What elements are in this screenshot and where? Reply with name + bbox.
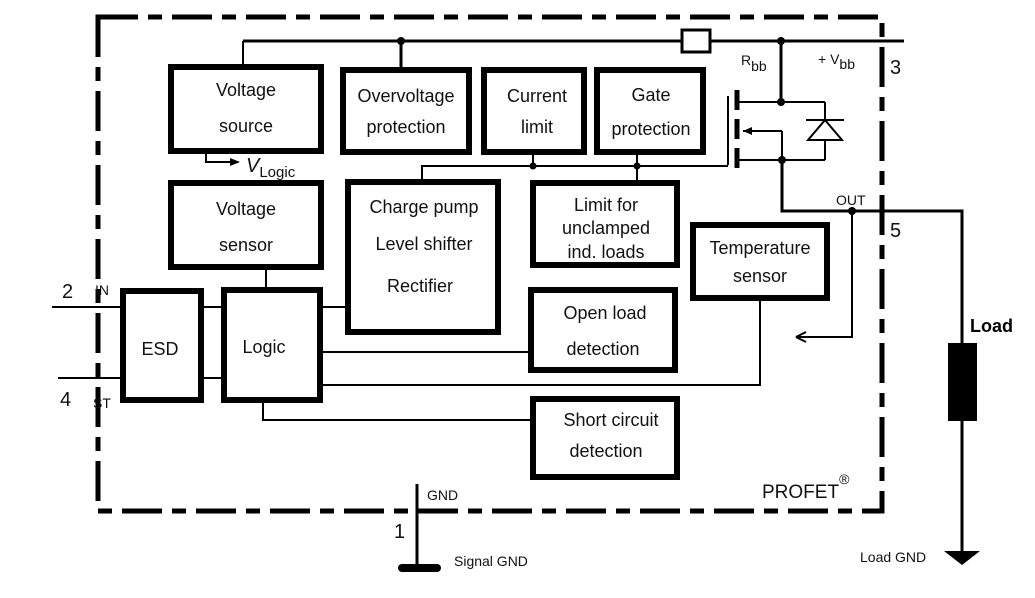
arrow-left-icon [795, 331, 807, 343]
load-gnd-icon [944, 551, 980, 565]
junction-dot [777, 98, 785, 106]
pin-1-number: 1 [394, 521, 405, 543]
block-label: ESD [141, 339, 178, 359]
pin-4-number: 4 [60, 389, 71, 411]
vbb-label: + Vbb [818, 51, 855, 72]
mosfet-arrow-icon [743, 127, 752, 135]
block-label: protection [611, 119, 690, 139]
block-label: Current [507, 86, 567, 106]
st-pin-label: ST [93, 395, 111, 411]
vlogic-wire [205, 151, 232, 163]
rbb-resistor [680, 28, 712, 54]
load-gnd-label: Load GND [860, 549, 926, 565]
block-label: Logic [242, 337, 285, 357]
block-voltage-source: Voltage source [168, 64, 324, 154]
load-label: Load [970, 316, 1013, 336]
block-label: Limit for [574, 195, 638, 215]
block-label: protection [366, 117, 445, 137]
block-gate-protection: Gate protection [594, 67, 706, 155]
block-overvoltage-protection: Overvoltage protection [340, 67, 472, 155]
block-label: sensor [733, 266, 787, 286]
pin-5-number: 5 [890, 220, 901, 242]
block-label: detection [569, 441, 642, 461]
block-label: Gate [631, 85, 670, 105]
block-label: Temperature [709, 238, 810, 258]
block-label: unclamped [562, 218, 650, 238]
block-label: Overvoltage [357, 86, 454, 106]
junction-dot [397, 37, 405, 45]
block-label: Level shifter [375, 234, 472, 254]
load-resistor [948, 343, 977, 421]
logic-short-wire [262, 402, 532, 421]
block-label: source [219, 116, 273, 136]
vlogic-label: VLogic [246, 155, 296, 181]
block-charge-pump: Charge pump Level shifter Rectifier [345, 179, 501, 335]
out-feedback-wire [796, 211, 853, 338]
block-label: sensor [219, 235, 273, 255]
block-temperature-sensor: Temperature sensor [690, 222, 830, 301]
block-open-load-detection: Open load detection [528, 287, 678, 373]
arrow-right-icon [230, 158, 240, 166]
block-label: Short circuit [563, 410, 658, 430]
gnd-label: GND [427, 487, 458, 503]
profet-brand: PROFET® [762, 471, 850, 503]
block-label: Voltage [216, 80, 276, 100]
block-current-limit: Current limit [481, 67, 587, 155]
package-outline [95, 14, 885, 514]
junction-dot [529, 162, 537, 170]
pin-2-number: 2 [62, 281, 73, 303]
diode-icon [805, 118, 845, 141]
block-label: ind. loads [567, 242, 644, 262]
pin-3-number: 3 [890, 57, 901, 79]
out-line [780, 160, 964, 345]
block-voltage-sensor: Voltage sensor [168, 180, 324, 270]
block-label: Open load [563, 303, 646, 323]
block-esd: ESD [120, 288, 204, 403]
rbb-label: Rbb [741, 52, 767, 74]
gate-bus [421, 165, 728, 181]
block-limit-unclamped: Limit for unclamped ind. loads [530, 180, 680, 268]
junction-dot [633, 162, 641, 170]
block-label: detection [566, 339, 639, 359]
block-label: limit [521, 117, 553, 137]
out-label: OUT [836, 192, 866, 208]
block-label: Rectifier [387, 276, 453, 296]
block-label: Voltage [216, 199, 276, 219]
block-label: Charge pump [369, 197, 478, 217]
block-logic: Logic [221, 287, 323, 403]
logic-temp-wire [316, 300, 761, 386]
signal-gnd-label: Signal GND [454, 553, 528, 569]
in-pin-label: IN [95, 282, 109, 298]
block-short-circuit-detection: Short circuit detection [530, 396, 680, 480]
